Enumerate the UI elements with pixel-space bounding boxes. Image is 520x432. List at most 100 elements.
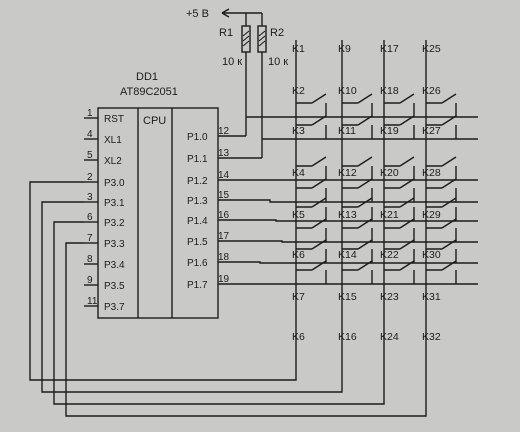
key-contact xyxy=(426,197,457,221)
key-label: K22 xyxy=(380,249,399,261)
key-contact xyxy=(342,156,373,180)
chip-body xyxy=(97,107,219,319)
key-contact xyxy=(342,239,373,263)
key-switch: K27 xyxy=(422,125,457,180)
left-pin-number: 8 xyxy=(87,254,93,265)
right-pin-number: 15 xyxy=(218,190,230,201)
left-pin-name: P3.7 xyxy=(104,302,125,313)
key-contact xyxy=(296,178,327,202)
key-contact xyxy=(296,156,327,180)
key-label: K14 xyxy=(338,249,357,261)
left-pin-name: XL1 xyxy=(104,135,122,146)
key-contact xyxy=(384,178,415,202)
resistor-r2-pattern xyxy=(258,30,266,47)
key-switch: K25 xyxy=(422,43,457,117)
key-label: K15 xyxy=(338,291,357,303)
key-label: K26 xyxy=(422,85,441,97)
left-pin-number: 1 xyxy=(87,108,93,119)
key-contact xyxy=(296,260,327,284)
key-label: K16 xyxy=(338,331,357,343)
key-switch: K31 xyxy=(422,239,457,303)
row-wire xyxy=(218,199,478,203)
key-label: K31 xyxy=(422,291,441,303)
key-switch: K4 xyxy=(292,167,327,202)
row-wire xyxy=(218,240,478,243)
column-wire xyxy=(41,40,343,393)
key-label: K23 xyxy=(380,291,399,303)
left-pin-number: 7 xyxy=(87,233,93,244)
key-switch: K10 xyxy=(338,85,373,139)
key-switch: K1 xyxy=(292,43,327,117)
key-switch: K19 xyxy=(380,125,415,180)
key-contact xyxy=(426,93,457,117)
key-contact xyxy=(296,239,327,263)
key-contact xyxy=(296,218,327,242)
key-contact xyxy=(296,115,327,139)
key-switch: K11 xyxy=(338,125,373,180)
left-pin-name: P3.0 xyxy=(104,178,125,189)
right-pin-name: P1.6 xyxy=(187,258,208,269)
key-label: K19 xyxy=(380,125,399,137)
resistor-r1-value: 10 к xyxy=(222,56,242,68)
left-pin-name: RST xyxy=(104,114,124,125)
key-contact xyxy=(342,178,373,202)
row-wire xyxy=(218,116,478,137)
power-arrow-icon xyxy=(221,8,246,18)
right-pin-name: P1.5 xyxy=(187,237,208,248)
key-contact xyxy=(384,260,415,284)
key-contact xyxy=(384,93,415,117)
key-switch: K9 xyxy=(338,43,373,117)
key-contact xyxy=(384,197,415,221)
row-wire xyxy=(218,219,478,222)
resistor-r2-name: R2 xyxy=(270,27,284,39)
right-pin-number: 19 xyxy=(218,274,230,285)
column-wire xyxy=(65,40,427,417)
key-switch: K26 xyxy=(422,85,457,139)
right-pin-name: P1.0 xyxy=(187,132,208,143)
key-label: K29 xyxy=(422,209,441,221)
resistor-r2-value: 10 к xyxy=(268,56,288,68)
column-wires xyxy=(29,40,427,417)
left-pin-name: P3.1 xyxy=(104,198,125,209)
key-label: K13 xyxy=(338,209,357,221)
key-contact xyxy=(342,260,373,284)
left-pin-number: 6 xyxy=(87,212,93,223)
key-switch: K14 xyxy=(338,218,373,261)
key-switch: K7 xyxy=(292,239,327,303)
key-label: K20 xyxy=(380,167,399,179)
key-contact xyxy=(426,260,457,284)
chip-designator: DD1 xyxy=(136,71,158,83)
key-label: K25 xyxy=(422,43,441,55)
key-switch: K22 xyxy=(380,218,415,261)
key-switch: K5 xyxy=(292,197,327,221)
right-pin-name: P1.2 xyxy=(187,176,208,187)
key-label: K17 xyxy=(380,43,399,55)
key-contact xyxy=(342,218,373,242)
key-contact xyxy=(296,93,327,117)
key-contact xyxy=(342,115,373,139)
key-contact xyxy=(342,93,373,117)
right-pin-name: P1.4 xyxy=(187,216,208,227)
key-contact xyxy=(426,115,457,139)
key-switch: K6 xyxy=(292,218,327,261)
left-pin-name: P3.5 xyxy=(104,281,125,292)
key-label: K1 xyxy=(292,43,305,55)
key-label: K10 xyxy=(338,85,357,97)
row-wire xyxy=(218,138,478,159)
left-pin-number: 2 xyxy=(87,172,93,183)
right-pin-number: 12 xyxy=(218,126,230,137)
chip-dd1: DD1 AT89C2051 CPU 1RST4XL15XL22P3.03P3.1… xyxy=(84,71,230,319)
right-pin-name: P1.7 xyxy=(187,280,208,291)
key-contact xyxy=(384,218,415,242)
key-switch: K28 xyxy=(422,167,457,202)
key-contact xyxy=(426,156,457,180)
left-pin-name: P3.3 xyxy=(104,239,125,250)
right-pin-number: 14 xyxy=(218,170,230,181)
column-wire xyxy=(29,40,297,381)
left-pin-number: 5 xyxy=(87,150,93,161)
key-label: K24 xyxy=(380,331,399,343)
key-contact xyxy=(384,239,415,263)
key-switch: K18 xyxy=(380,85,415,139)
